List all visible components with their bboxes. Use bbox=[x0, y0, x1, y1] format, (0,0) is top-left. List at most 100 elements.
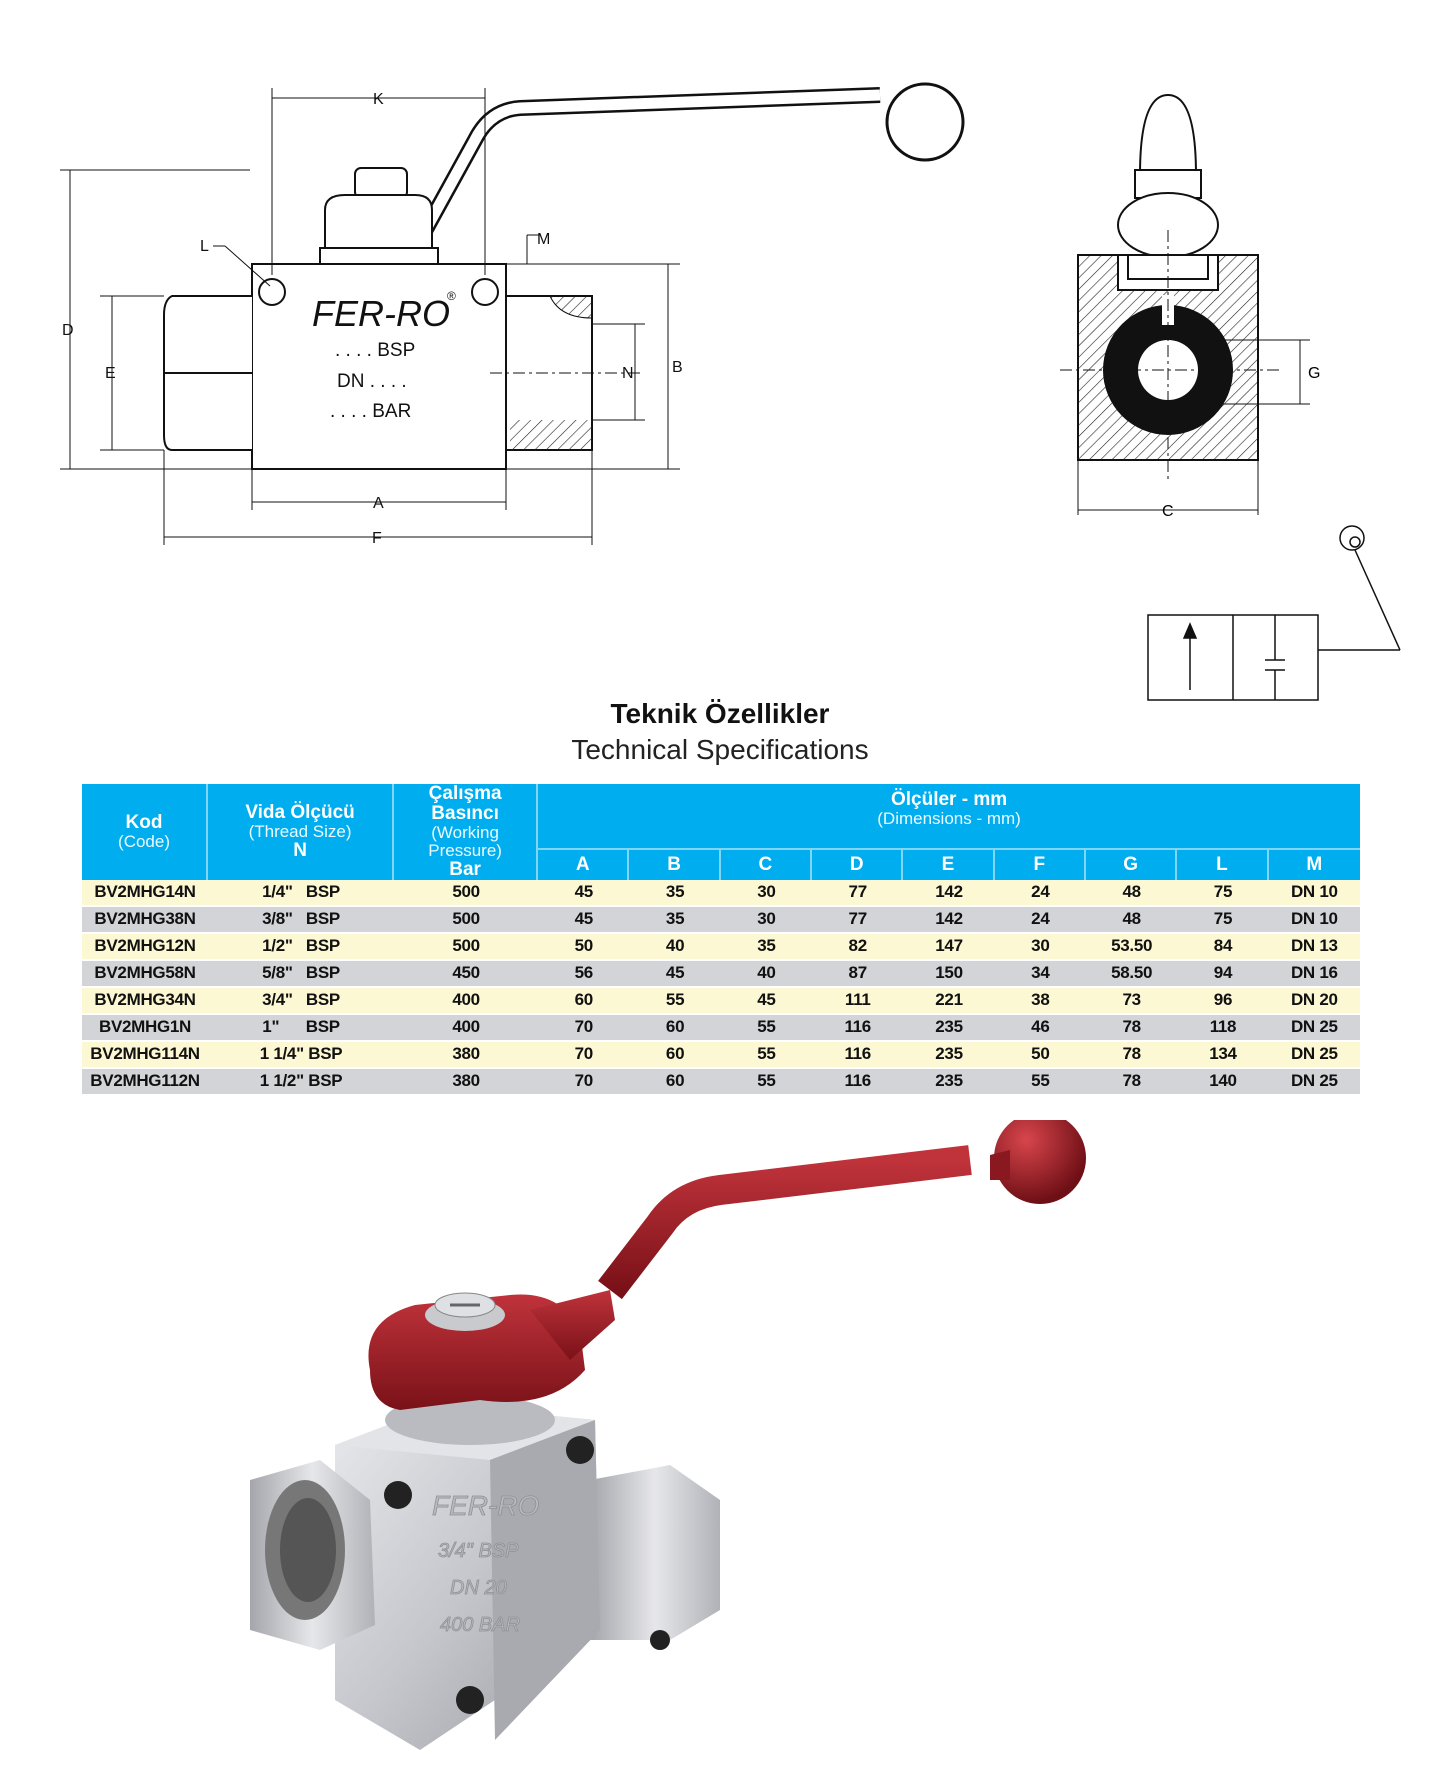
table-cell: 235 bbox=[903, 1041, 995, 1069]
table-cell: 94 bbox=[1177, 960, 1269, 988]
dim-f: F bbox=[372, 530, 382, 547]
table-cell: 24 bbox=[994, 879, 1086, 907]
table-cell: 150 bbox=[903, 960, 995, 988]
table-cell: 60 bbox=[629, 1041, 721, 1069]
header-olculer: Ölçüler - mm(Dimensions - mm) bbox=[538, 784, 1360, 848]
table-cell: 380 bbox=[394, 1068, 539, 1096]
table-cell: 40 bbox=[720, 960, 813, 988]
table-cell: 500 bbox=[394, 906, 539, 934]
section-title: Teknik Özellikler bbox=[610, 698, 830, 729]
dim-e: E bbox=[105, 365, 116, 382]
table-cell: 50 bbox=[538, 933, 630, 961]
table-cell: 56 bbox=[538, 960, 630, 988]
header-dim-e: E bbox=[903, 847, 995, 880]
table-cell: 75 bbox=[1177, 906, 1269, 934]
dim-n: N bbox=[622, 365, 634, 382]
table-cell: 134 bbox=[1177, 1041, 1269, 1069]
dim-g: G bbox=[1308, 365, 1320, 382]
table-cell: 70 bbox=[538, 1068, 630, 1096]
table-cell: 147 bbox=[903, 933, 995, 961]
table-cell: 55 bbox=[994, 1068, 1086, 1096]
table-cell: 78 bbox=[1085, 1068, 1178, 1096]
table-cell: BV2MHG34N bbox=[82, 987, 209, 1015]
table-cell: 5/8" BSP bbox=[208, 960, 395, 988]
product-photo: FER-RO 3/4" BSP DN 20 400 BAR bbox=[250, 1120, 1086, 1750]
table-cell: 3/8" BSP bbox=[208, 906, 395, 934]
table-cell: 84 bbox=[1177, 933, 1269, 961]
table-cell: 140 bbox=[1177, 1068, 1269, 1096]
table-cell: 45 bbox=[720, 987, 813, 1015]
table-cell: BV2MHG114N bbox=[82, 1041, 209, 1069]
table-cell: 380 bbox=[394, 1041, 539, 1069]
photo-bar: 400 BAR bbox=[440, 1614, 520, 1636]
dim-a: A bbox=[373, 495, 384, 512]
table-cell: 221 bbox=[903, 987, 995, 1015]
header-vida: Vida Ölçücü(Thread Size)N bbox=[208, 784, 395, 880]
table-cell: 55 bbox=[720, 1041, 813, 1069]
table-cell: 96 bbox=[1177, 987, 1269, 1015]
header-dim-f: F bbox=[994, 847, 1086, 880]
photo-bsp: 3/4" BSP bbox=[438, 1540, 519, 1562]
drawing-bar: . . . . BAR bbox=[330, 401, 411, 422]
header-kod: Kod(Code) bbox=[82, 784, 209, 880]
table-cell: 55 bbox=[720, 1068, 813, 1096]
table-cell: BV2MHG112N bbox=[82, 1068, 209, 1096]
table-cell: DN 25 bbox=[1268, 1041, 1360, 1069]
specifications-table: Kod(Code) Vida Ölçücü(Thread Size)N Çalı… bbox=[82, 784, 1360, 1096]
table-cell: 77 bbox=[812, 906, 904, 934]
table-cell: 35 bbox=[629, 906, 721, 934]
table-cell: 45 bbox=[538, 879, 630, 907]
table-cell: 58.50 bbox=[1085, 960, 1178, 988]
table-cell: DN 20 bbox=[1268, 987, 1360, 1015]
table-cell: 1/2" BSP bbox=[208, 933, 395, 961]
table-cell: 77 bbox=[812, 879, 904, 907]
drawing-brand: FER-RO bbox=[312, 293, 450, 334]
table-cell: BV2MHG12N bbox=[82, 933, 209, 961]
table-cell: 500 bbox=[394, 879, 539, 907]
table-cell: 142 bbox=[903, 906, 995, 934]
header-dim-c: C bbox=[720, 847, 813, 880]
dim-c: C bbox=[1162, 503, 1174, 520]
table-cell: 75 bbox=[1177, 879, 1269, 907]
table-cell: 30 bbox=[994, 933, 1086, 961]
table-cell: 450 bbox=[394, 960, 539, 988]
table-cell: 34 bbox=[994, 960, 1086, 988]
side-section-drawing: G C bbox=[1060, 93, 1320, 520]
table-cell: 3/4" BSP bbox=[208, 987, 395, 1015]
table-cell: 1 1/4" BSP bbox=[208, 1041, 395, 1069]
table-cell: 35 bbox=[720, 933, 813, 961]
header-dim-b: B bbox=[629, 847, 721, 880]
table-cell: 45 bbox=[629, 960, 721, 988]
table-cell: 142 bbox=[903, 879, 995, 907]
table-cell: 60 bbox=[538, 987, 630, 1015]
table-cell: 55 bbox=[629, 987, 721, 1015]
dim-k: K bbox=[373, 91, 384, 108]
table-cell: 70 bbox=[538, 1041, 630, 1069]
drawing-dn: DN . . . . bbox=[337, 371, 407, 392]
table-cell: 87 bbox=[812, 960, 904, 988]
table-cell: 30 bbox=[720, 879, 813, 907]
table-cell: 116 bbox=[812, 1014, 904, 1042]
photo-dn: DN 20 bbox=[450, 1577, 507, 1599]
header-dim-d: D bbox=[812, 847, 904, 880]
table-cell: BV2MHG58N bbox=[82, 960, 209, 988]
drawing-bsp: . . . . BSP bbox=[335, 340, 415, 361]
dim-b: B bbox=[672, 359, 683, 376]
table-cell: BV2MHG1N bbox=[82, 1014, 209, 1042]
header-dim-a: A bbox=[538, 847, 630, 880]
front-view-drawing: FER-RO ® . . . . BSP DN . . . . . . . . … bbox=[60, 82, 965, 547]
dim-l: L bbox=[200, 238, 209, 255]
table-cell: 38 bbox=[994, 987, 1086, 1015]
table-cell: BV2MHG14N bbox=[82, 879, 209, 907]
table-cell: 1 1/2" BSP bbox=[208, 1068, 395, 1096]
table-cell: 235 bbox=[903, 1014, 995, 1042]
dim-d: D bbox=[62, 322, 74, 339]
